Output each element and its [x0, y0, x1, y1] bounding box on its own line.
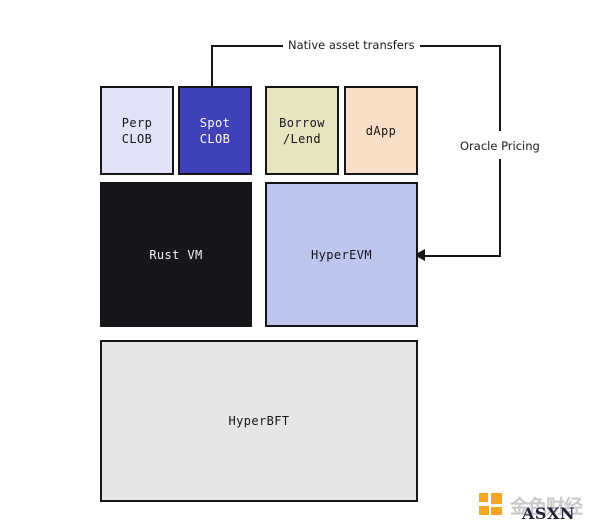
node-dapp[interactable]: dApp [344, 86, 418, 175]
native-transfers-line-left [211, 45, 285, 47]
jinse-logo-icon [479, 493, 502, 515]
native-transfers-line-right [417, 45, 501, 47]
node-hyperbft[interactable]: HyperBFT [100, 340, 418, 502]
arrowhead-icon [414, 249, 425, 261]
native-asset-transfers-label: Native asset transfers [283, 38, 420, 52]
oracle-pricing-line-upper [499, 45, 501, 131]
node-hyperevm[interactable]: HyperEVM [265, 182, 418, 327]
node-rust-vm[interactable]: Rust VM [100, 182, 252, 327]
watermark-source-cn: 金色财经 [510, 496, 583, 518]
oracle-pricing-label: Oracle Pricing [458, 138, 542, 154]
node-borrow-lend[interactable]: Borrow /Lend [265, 86, 339, 175]
oracle-pricing-line-into-hyperevm [424, 255, 501, 257]
node-spot-clob[interactable]: Spot CLOB [178, 86, 252, 175]
node-perp-clob[interactable]: Perp CLOB [100, 86, 174, 175]
watermark: 金色财经 ASXN [478, 486, 594, 526]
oracle-pricing-line-lower [499, 159, 501, 257]
native-transfers-line-down [211, 45, 213, 86]
watermark-source-en: ASXN [522, 504, 576, 523]
